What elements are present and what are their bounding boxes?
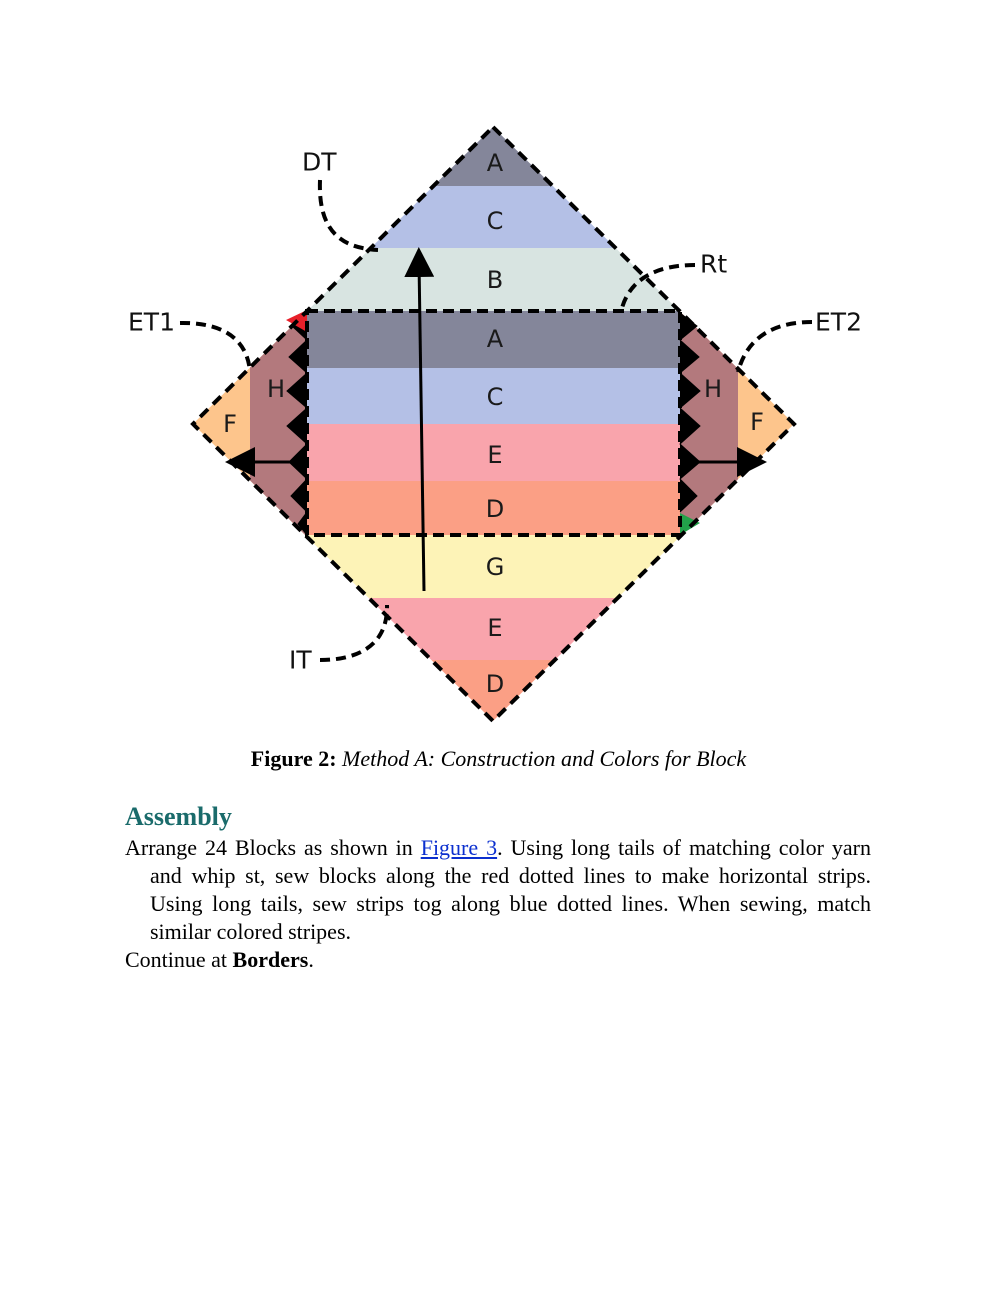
center-rectangle-outline [305, 309, 682, 537]
label-center-d: D [486, 495, 504, 523]
label-top-a: A [487, 149, 504, 177]
label-bottom-e: E [487, 614, 502, 642]
assembly-paragraph: Arrange 24 Blocks as shown in Figure 3. … [125, 834, 871, 946]
label-right-f: F [750, 408, 764, 436]
callout-rt: Rt [700, 250, 727, 279]
method-a-block-diagram: A C B A C E D G E D H F H F DT Rt ET1 ET… [128, 124, 862, 724]
stripe-center-e [307, 424, 680, 481]
label-left-h: H [267, 375, 285, 403]
figure-3-link[interactable]: Figure 3 [420, 835, 498, 860]
callout-dt: DT [302, 148, 337, 177]
label-center-c: C [487, 383, 504, 411]
stripe-center-d [307, 481, 680, 535]
et1-leader [179, 320, 252, 373]
rt-leader [620, 263, 696, 309]
dt-leader [317, 179, 379, 252]
callout-it: IT [289, 646, 312, 675]
zigzag-left [286, 312, 308, 536]
assembly-text-after-link: . Using long tails of matching color yar… [150, 835, 871, 944]
continue-prefix: Continue at [125, 947, 233, 972]
label-bottom-g: G [486, 553, 505, 581]
it-leader [319, 604, 390, 662]
figure-caption: Figure 2: Method A: Construction and Col… [0, 746, 997, 772]
callout-et2: ET2 [815, 308, 862, 337]
label-bottom-d: D [486, 670, 504, 698]
caption-text: Method A: Construction and Colors for Bl… [342, 746, 747, 771]
stripe-center-a [307, 311, 680, 368]
label-top-b: B [487, 266, 503, 294]
callout-et1: ET1 [128, 308, 175, 337]
caption-label: Figure 2: [250, 746, 337, 771]
stripe-center-c [307, 368, 680, 424]
assembly-body: Arrange 24 Blocks as shown in Figure 3. … [125, 834, 871, 974]
continue-line: Continue at Borders. [125, 946, 871, 974]
label-right-h: H [704, 375, 722, 403]
assembly-text-before-link: Arrange 24 Blocks as shown in [125, 835, 421, 860]
et2-leader [736, 320, 813, 373]
label-left-f: F [223, 410, 237, 438]
diamond-outline [190, 124, 797, 724]
continue-suffix: . [308, 947, 314, 972]
vertical-arrow [404, 247, 435, 592]
label-top-c: C [487, 207, 504, 235]
borders-link-text: Borders [232, 947, 309, 972]
label-center-a: A [487, 325, 504, 353]
assembly-heading: Assembly [125, 802, 232, 831]
label-center-e: E [487, 441, 502, 469]
